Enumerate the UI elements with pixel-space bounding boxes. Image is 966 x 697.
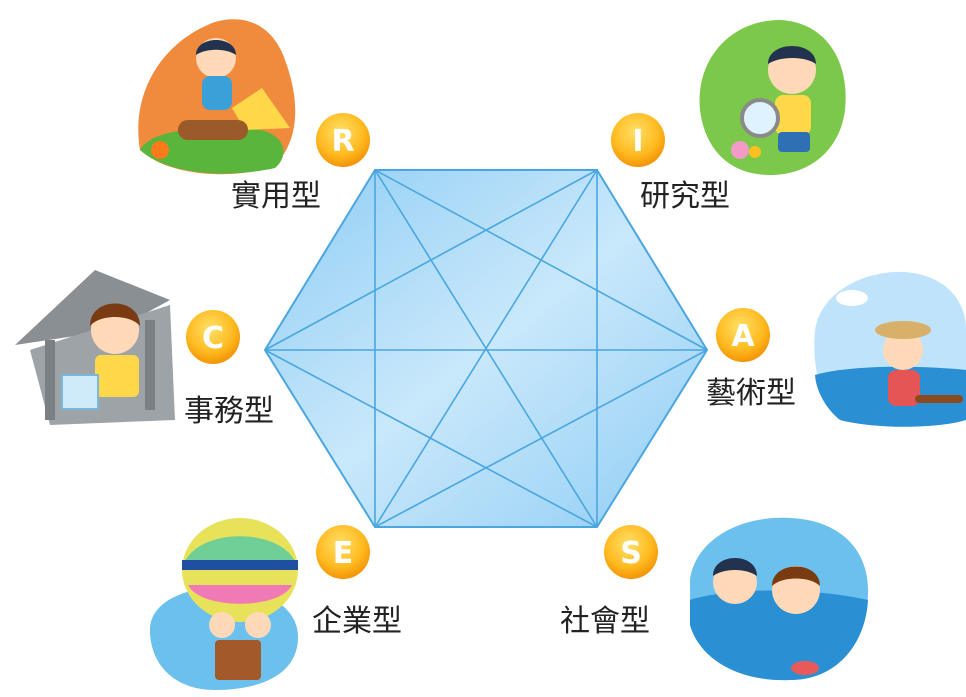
line-s-c bbox=[264, 349, 598, 528]
badge-s: S bbox=[604, 525, 658, 579]
badge-letter: R bbox=[331, 124, 354, 159]
badge-c: C bbox=[186, 310, 240, 364]
camping-illustration bbox=[138, 19, 296, 175]
type-label: 藝術型 bbox=[706, 376, 796, 411]
ukulele-beach-illustration bbox=[814, 271, 966, 427]
badge-i: I bbox=[611, 113, 665, 167]
badge-letter: A bbox=[731, 319, 755, 354]
type-label: 事務型 bbox=[184, 394, 274, 429]
badge-a: A bbox=[716, 308, 770, 362]
office-building-illustration bbox=[15, 270, 175, 425]
type-label: 社會型 bbox=[560, 604, 650, 639]
badge-letter: I bbox=[632, 124, 643, 159]
hot-air-balloon-illustration bbox=[150, 518, 299, 690]
type-label: 企業型 bbox=[312, 604, 402, 639]
swimming-friends-illustration bbox=[690, 517, 869, 681]
diagonal-i-e bbox=[374, 169, 598, 528]
line-a-e bbox=[374, 349, 708, 528]
line-c-i bbox=[264, 169, 598, 351]
magnifying-glass-illustration bbox=[699, 20, 846, 175]
badge-letter: E bbox=[333, 536, 354, 571]
badge-e: E bbox=[316, 525, 370, 579]
type-label: 實用型 bbox=[231, 179, 321, 214]
hexagon-inner-lines bbox=[264, 169, 708, 528]
line-r-a bbox=[374, 169, 708, 351]
type-label: 研究型 bbox=[640, 179, 730, 214]
badge-letter: C bbox=[202, 321, 224, 356]
badge-letter: S bbox=[620, 536, 642, 571]
hexagon bbox=[263, 169, 709, 528]
badge-r: R bbox=[316, 113, 370, 167]
